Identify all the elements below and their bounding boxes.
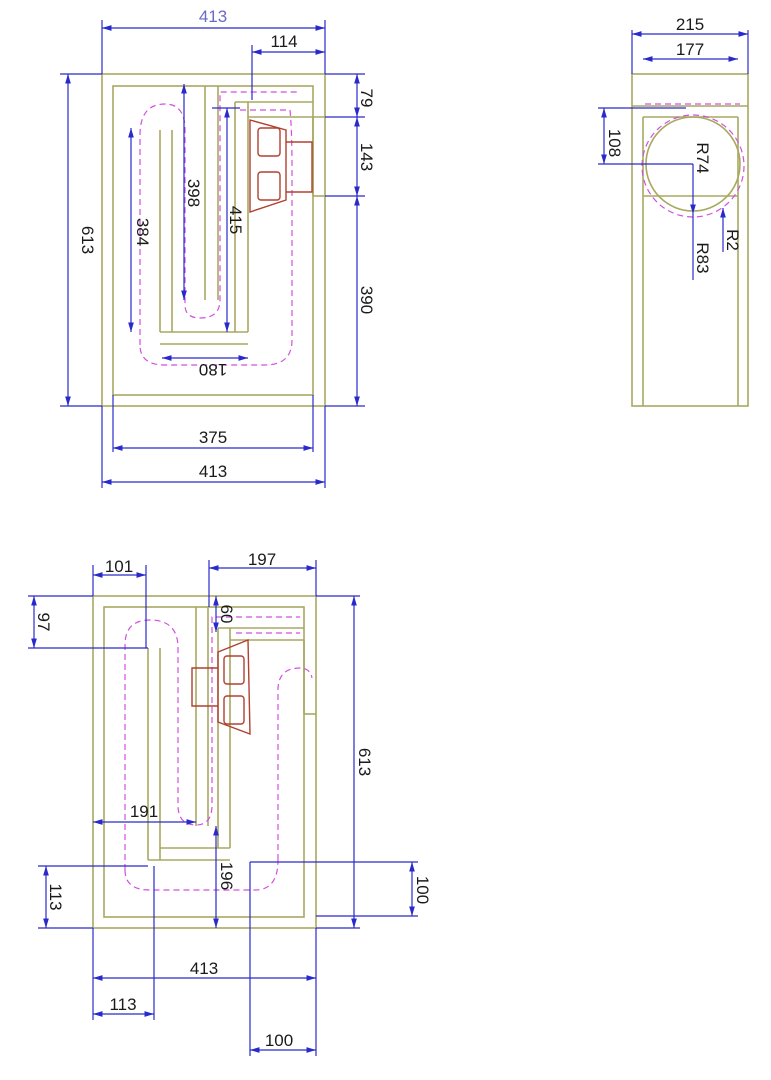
side-radius-inner-label: R74 <box>693 142 712 173</box>
side-driver-outline <box>641 114 745 218</box>
bottom-inner-box <box>103 606 305 918</box>
front-driver <box>249 119 313 213</box>
bottom-driver <box>191 638 251 736</box>
bottom-foot-right-label: 100 <box>265 1031 293 1050</box>
front-top-gap-label: 79 <box>357 89 376 108</box>
bottom-overall-width-label: 413 <box>190 959 218 978</box>
bottom-sound-path <box>124 616 313 891</box>
bottom-top-offset-label: 97 <box>34 613 53 632</box>
bottom-chamber-height-label: 196 <box>217 862 236 890</box>
front-outer-box <box>101 73 326 407</box>
front-fold-b-label: 415 <box>226 206 245 234</box>
front-driver-zone-label: 143 <box>357 143 376 171</box>
front-fold-panels <box>159 86 325 345</box>
front-fold-c-label: 384 <box>133 218 152 246</box>
front-fold-a-label: 398 <box>184 179 203 207</box>
bottom-left-chamber-label: 101 <box>105 557 133 576</box>
side-view: 215 177 108 R74 R83 R2 <box>598 15 749 407</box>
side-hole-offset-label: 108 <box>605 129 624 157</box>
front-height-label: 613 <box>78 226 97 254</box>
side-radius-fillet-label: R2 <box>723 229 742 251</box>
front-inner-width-label: 375 <box>199 428 227 447</box>
side-outer-box <box>631 73 749 407</box>
side-radius-outer-label: R83 <box>693 242 712 273</box>
bottom-port-gap-label: 60 <box>217 605 236 624</box>
side-depth-outer-label: 215 <box>676 15 704 34</box>
bottom-base-left-label: 113 <box>46 883 65 910</box>
side-depth-inner-label: 177 <box>676 40 704 59</box>
front-width-top-label: 413 <box>199 7 227 26</box>
front-sound-path <box>139 91 300 366</box>
front-width-bottom-label: 413 <box>199 462 227 481</box>
front-lower-section-label: 390 <box>357 286 376 314</box>
bottom-height-label: 613 <box>355 748 374 776</box>
front-view: 413 114 613 79 143 390 398 415 384 180 3… <box>60 7 376 488</box>
bottom-foot-left-label: 113 <box>109 995 136 1014</box>
bottom-outer-box <box>92 595 317 929</box>
bottom-inner-span-label: 191 <box>130 802 158 821</box>
front-bottom-chamber-label: 180 <box>199 360 227 379</box>
front-port-width-label: 114 <box>270 32 297 51</box>
front-inner-box <box>112 85 314 396</box>
bottom-base-right-label: 100 <box>413 876 432 904</box>
bottom-right-section-label: 197 <box>248 550 276 569</box>
bottom-view: 101 197 97 60 613 191 196 113 100 413 <box>28 550 432 1056</box>
